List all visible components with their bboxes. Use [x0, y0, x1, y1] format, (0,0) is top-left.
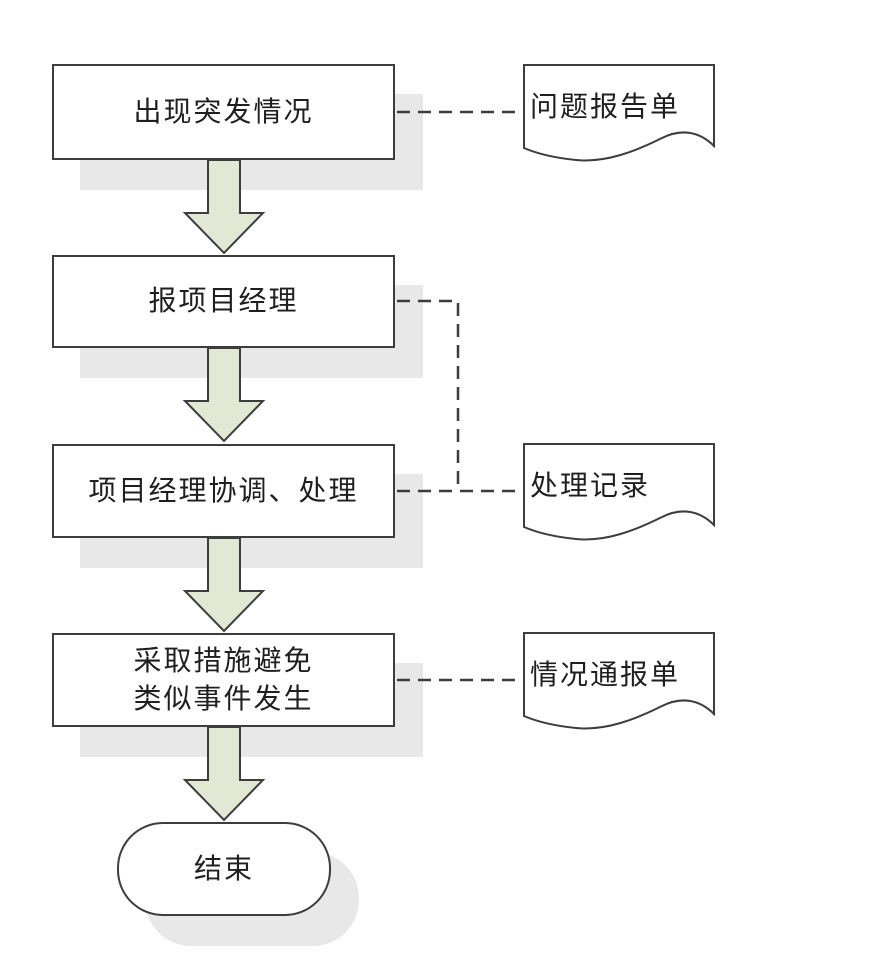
- down-arrow-icon: [182, 726, 266, 822]
- document-label-text: 处理记录: [530, 469, 651, 502]
- down-arrow-icon: [182, 159, 266, 255]
- down-arrow-icon: [182, 537, 266, 633]
- document-shape: [523, 632, 715, 730]
- document-label-text: 情况通报单: [530, 658, 681, 691]
- dashed-connector: [397, 299, 460, 491]
- down-arrow-icon: [182, 347, 266, 443]
- flow-node-label: 采取措施避免: [133, 643, 314, 677]
- document-label-problem-report: 问题报告单: [524, 67, 714, 143]
- document-shape: [523, 443, 715, 541]
- flow-node-label: 类似事件发生: [133, 682, 314, 715]
- document-shape: [523, 64, 715, 162]
- flow-node-label: 出现突发情况: [133, 94, 314, 128]
- flow-node-label: 报项目经理: [148, 284, 299, 318]
- document-label-situation-notice: 情况通报单: [524, 635, 714, 711]
- flow-node-label: 结束: [193, 851, 254, 885]
- flow-node-end: 结束: [117, 822, 331, 916]
- document-label-handling-record: 处理记录: [524, 446, 714, 522]
- flow-node-incident: 出现突发情况: [52, 64, 395, 160]
- flow-node-report: 报项目经理: [52, 255, 395, 348]
- document-label-text: 问题报告单: [530, 90, 681, 123]
- flow-node-measures: 采取措施避免 类似事件发生: [52, 633, 395, 727]
- flow-node-coordinate: 项目经理协调、处理: [52, 444, 395, 538]
- flow-node-label: 项目经理协调、处理: [88, 473, 359, 507]
